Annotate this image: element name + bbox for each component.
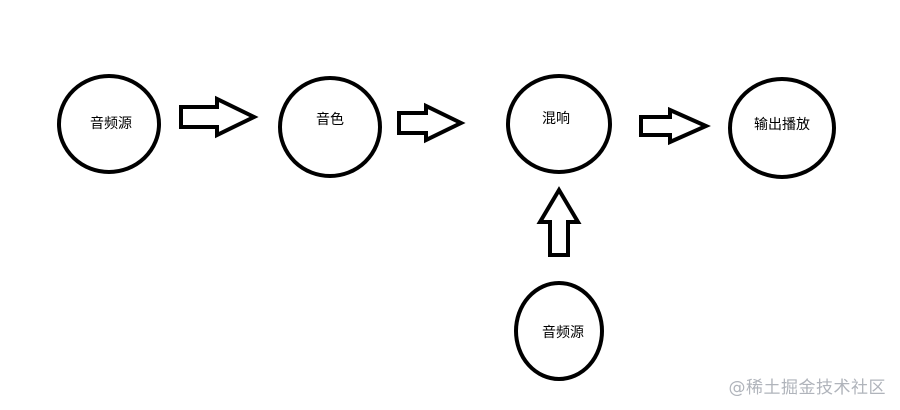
arrow-right-icon: [639, 106, 711, 146]
node-audio-source-1: 音频源: [57, 74, 161, 174]
node-audio-source-2: 音频源: [514, 281, 604, 381]
node-circle: [728, 77, 836, 179]
node-label: 音频源: [90, 115, 132, 132]
node-circle: [506, 74, 612, 174]
watermark: @稀土掘金技术社区: [728, 378, 886, 398]
node-circle: [514, 281, 604, 381]
node-label: 混响: [542, 111, 570, 127]
node-reverb: 混响: [506, 74, 612, 174]
arrow-right-icon: [397, 102, 466, 144]
arrow-right-icon: [179, 95, 259, 139]
node-label: 音色: [316, 111, 344, 128]
node-label: 音频源: [542, 324, 584, 341]
node-output-playback: 输出播放: [728, 77, 836, 179]
node-circle: [57, 74, 161, 174]
node-timbre: 音色: [278, 76, 382, 178]
node-label: 输出播放: [754, 117, 810, 133]
node-circle: [278, 76, 382, 178]
arrow-up-icon: [536, 186, 582, 257]
